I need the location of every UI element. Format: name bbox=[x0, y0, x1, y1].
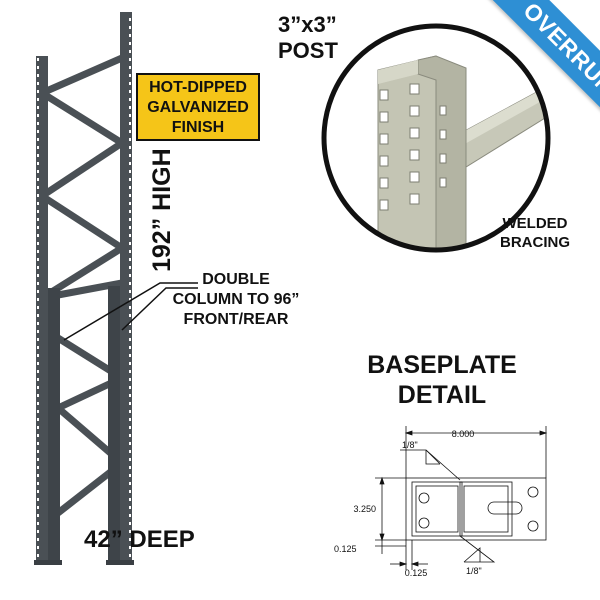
welded-bracing-label: WELDED BRACING bbox=[500, 214, 570, 252]
dim-weld-bottom: 1/8" bbox=[466, 566, 482, 576]
welded-bracing-line-1: WELDED bbox=[502, 215, 568, 232]
frame-depth-label: 42” DEEP bbox=[84, 526, 195, 553]
double-column-line-2: COLUMN TO 96” bbox=[172, 291, 300, 308]
double-column-line-1: DOUBLE bbox=[202, 271, 270, 288]
baseplate-title-line-2: DETAIL bbox=[397, 381, 487, 409]
dim-offset-left: 0.125 bbox=[334, 544, 357, 554]
dim-weld-top: 1/8" bbox=[402, 440, 418, 450]
badge-line-3: FINISH bbox=[171, 119, 225, 136]
overruns-ribbon: OVERRUNS bbox=[486, 0, 600, 140]
welded-bracing-line-2: BRACING bbox=[500, 234, 570, 251]
dim-height: 3.250 bbox=[353, 504, 376, 514]
baseplate-title: BASEPLATE DETAIL bbox=[352, 350, 532, 410]
dim-offset-bottom: 0.125 bbox=[405, 568, 428, 578]
post-size-line-1: 3”x3” bbox=[278, 12, 337, 37]
left-column bbox=[34, 56, 62, 565]
baseplate-title-line-1: BASEPLATE bbox=[367, 351, 517, 379]
overruns-ribbon-wrap: OVERRUNS bbox=[460, 0, 600, 140]
badge-line-2: GALVANIZED bbox=[147, 99, 249, 116]
post-size-label: 3”x3” POST bbox=[278, 12, 338, 64]
double-column-line-3: FRONT/REAR bbox=[183, 311, 289, 328]
right-column bbox=[106, 12, 134, 565]
badge-line-1: HOT-DIPPED bbox=[149, 79, 247, 96]
dim-width: 8.000 bbox=[452, 429, 475, 439]
double-column-note: DOUBLE COLUMN TO 96” FRONT/REAR bbox=[166, 270, 306, 330]
galvanized-finish-badge: HOT-DIPPED GALVANIZED FINISH bbox=[136, 73, 260, 141]
post-size-line-2: POST bbox=[278, 38, 338, 63]
post-detail-magnifier bbox=[321, 23, 551, 253]
upright-frame-drawing bbox=[34, 12, 134, 565]
baseplate-drawing: 8.000 3.250 0.125 0.125 1/8" 1/8" bbox=[334, 426, 548, 578]
